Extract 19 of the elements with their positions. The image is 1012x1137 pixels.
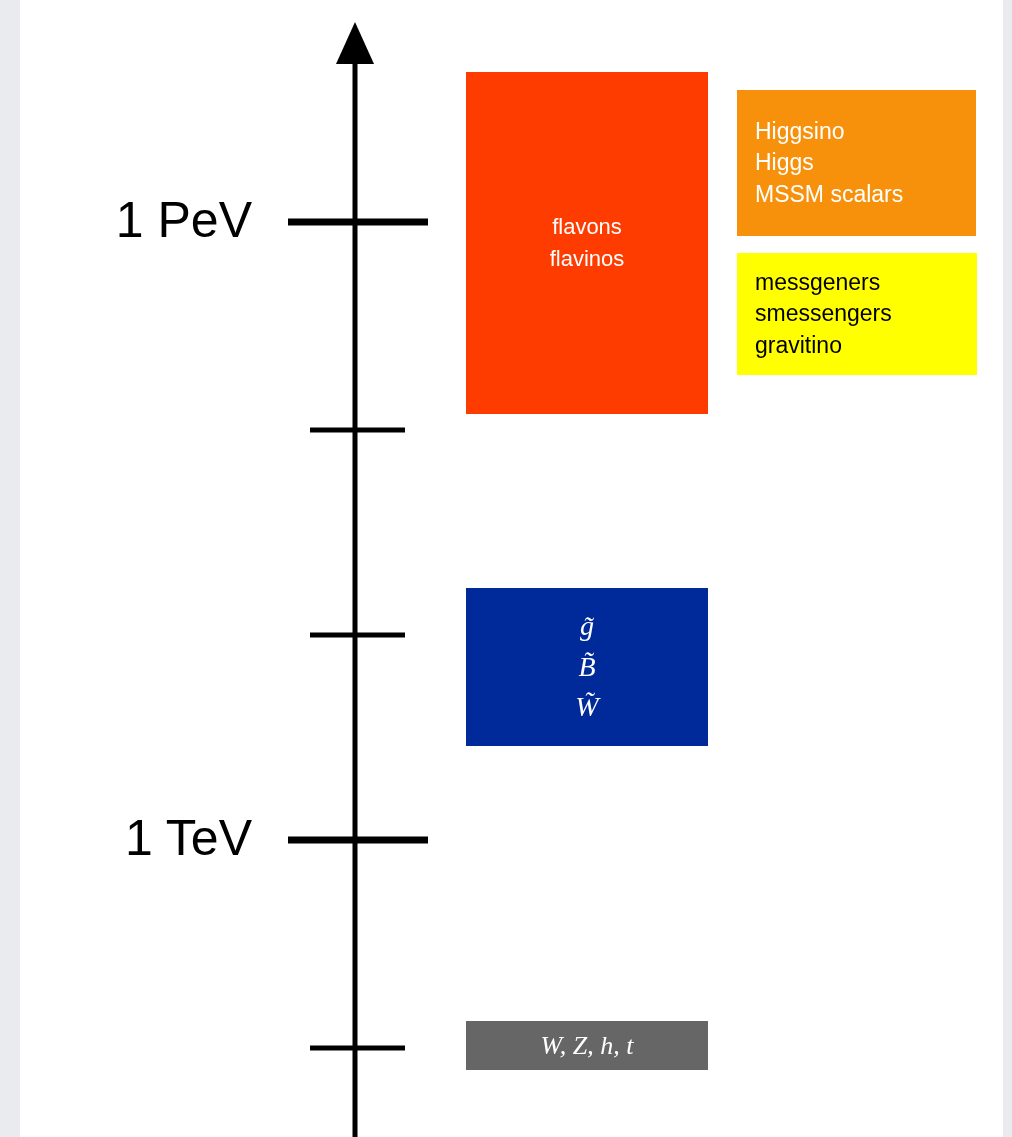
- particle-name: smessengers: [755, 299, 892, 329]
- particle-name: flavinos: [549, 245, 625, 273]
- particle-name: MSSM scalars: [755, 179, 904, 209]
- particle-name: W̃: [575, 690, 599, 725]
- particle-name: messgeners: [755, 268, 881, 298]
- scale-label: 1 TeV: [125, 813, 252, 863]
- particle-name: W, Z, h, t: [540, 1030, 634, 1062]
- energy-range-box: [737, 253, 977, 375]
- particle-name: gravitino: [755, 330, 842, 360]
- particle-name: B̃: [578, 649, 596, 684]
- energy-range-box: [466, 588, 708, 746]
- particle-name: Higgs: [755, 148, 814, 178]
- particle-name: Higgsino: [755, 117, 845, 147]
- energy-range-box: [466, 72, 708, 414]
- particle-name: flavons: [552, 213, 622, 242]
- scale-label: 1 PeV: [115, 195, 252, 245]
- energy-range-box: [466, 1021, 708, 1070]
- energy-range-box: [737, 90, 976, 236]
- particle-name: g̃: [580, 609, 594, 644]
